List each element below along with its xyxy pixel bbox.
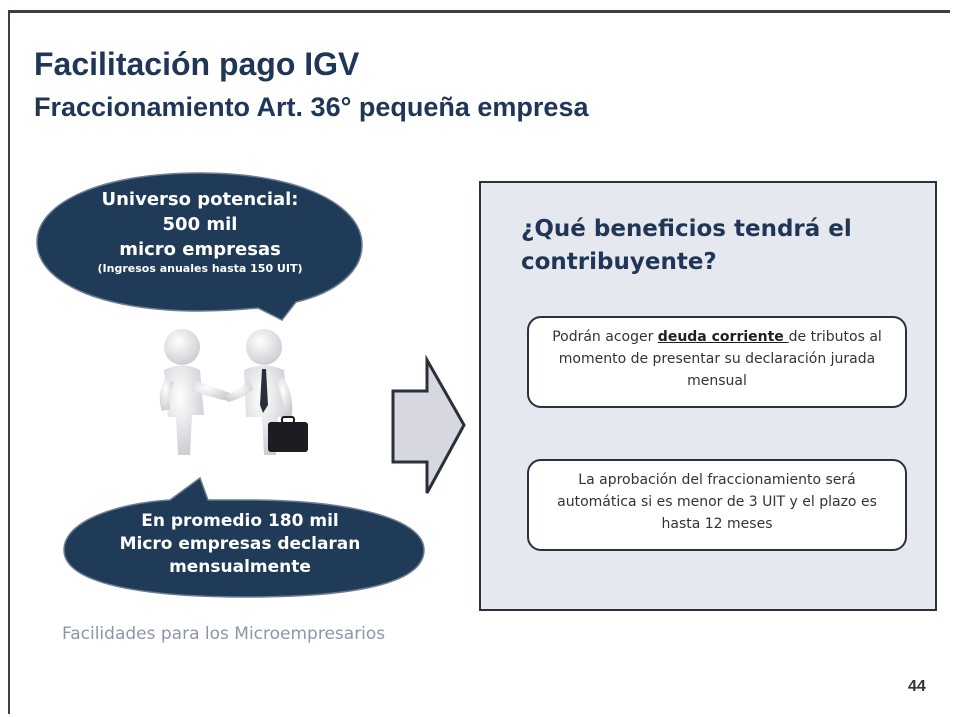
card2-text: La aprobación del fraccionamiento será a… [557, 472, 877, 532]
benefit-card-2: La aprobación del fraccionamiento será a… [527, 459, 907, 551]
bottom-bubble-line1: En promedio 180 mil [141, 511, 339, 531]
slide-title: Facilitación pago IGV [34, 46, 360, 82]
bottom-speech-bubble [63, 476, 425, 598]
top-bubble-line3: micro empresas [119, 239, 281, 260]
right-arrow-icon [391, 354, 466, 494]
top-bubble-line1: Universo potencial: [101, 189, 299, 210]
bottom-bubble-line3: mensualmente [169, 557, 311, 577]
slide-subtitle: Fraccionamiento Art. 36° pequeña empresa [34, 92, 589, 122]
card1-suffix: de tributos al momento de presentar su d… [558, 329, 882, 389]
benefit-card-1: Podrán acoger deuda corriente de tributo… [527, 316, 907, 408]
card1-prefix: Podrán acoger [552, 329, 658, 345]
benefits-panel: ¿Qué beneficios tendrá el contribuyente?… [479, 181, 937, 611]
bottom-bubble-line2: Micro empresas declaran [119, 534, 361, 554]
bottom-bubble-text: En promedio 180 mil Micro empresas decla… [60, 510, 420, 579]
panel-title: ¿Qué beneficios tendrá el contribuyente? [521, 216, 852, 275]
top-bubble-line2: 500 mil [162, 214, 238, 235]
handshake-figures-icon [159, 329, 308, 455]
top-speech-bubble [36, 172, 363, 321]
top-bubble-line4: (Ingresos anuales hasta 150 UIT) [97, 262, 303, 275]
footer-text: Facilidades para los Microempresarios [62, 624, 386, 644]
card1-emphasis: deuda corriente [657, 329, 789, 345]
top-bubble-text: Universo potencial: 500 mil micro empres… [40, 187, 360, 276]
page-number: 44 [908, 678, 926, 695]
